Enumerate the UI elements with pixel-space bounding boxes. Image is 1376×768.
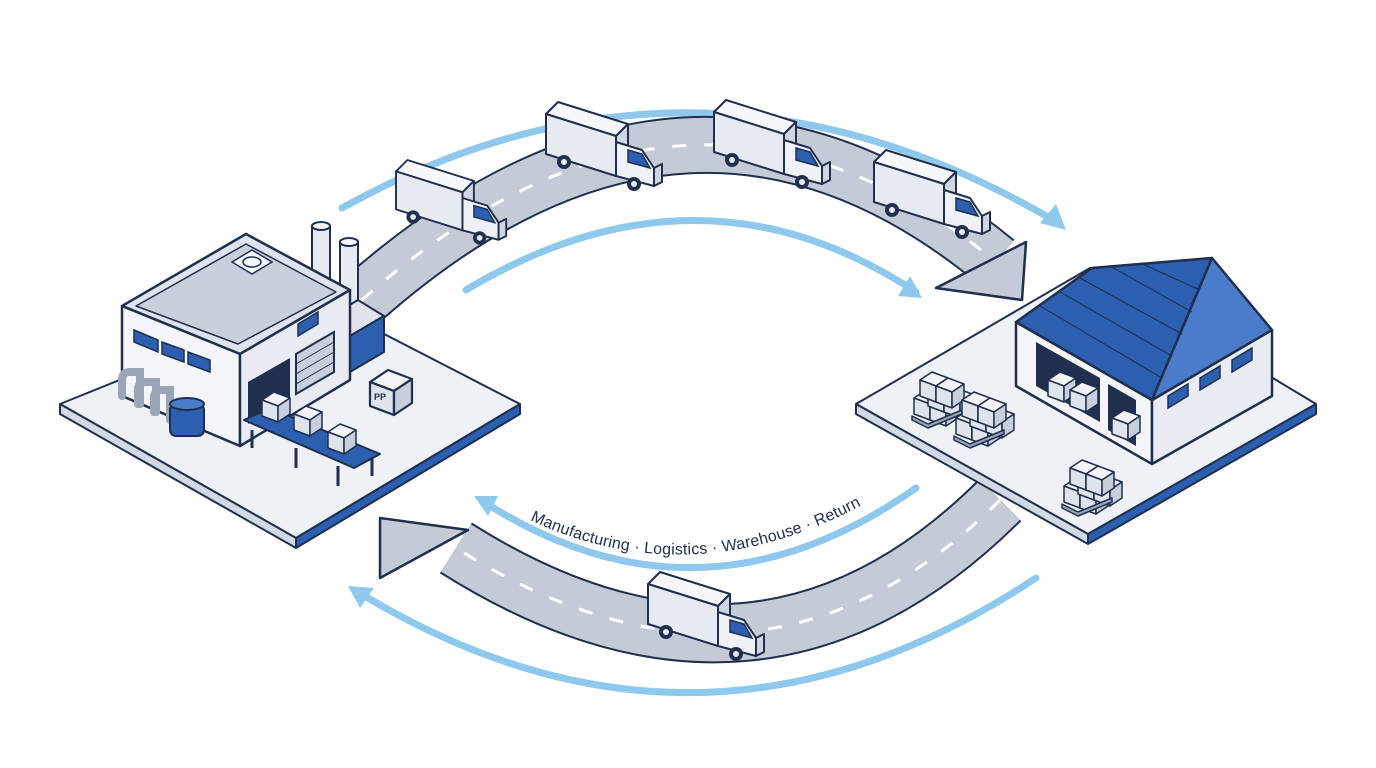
flow-arrow-inner-bottom [474,484,920,572]
road-arrowhead-factory [378,516,470,580]
road-arrowhead-warehouse [934,240,1028,302]
flow-arrow-inner-top [462,217,922,298]
flow-arrow-outer-top [338,109,1066,230]
warehouse-icon [855,256,1317,545]
box-marking: PP [374,392,386,402]
factory-icon: PP [59,221,521,549]
flow-arrow-outer-bottom [348,574,1040,696]
